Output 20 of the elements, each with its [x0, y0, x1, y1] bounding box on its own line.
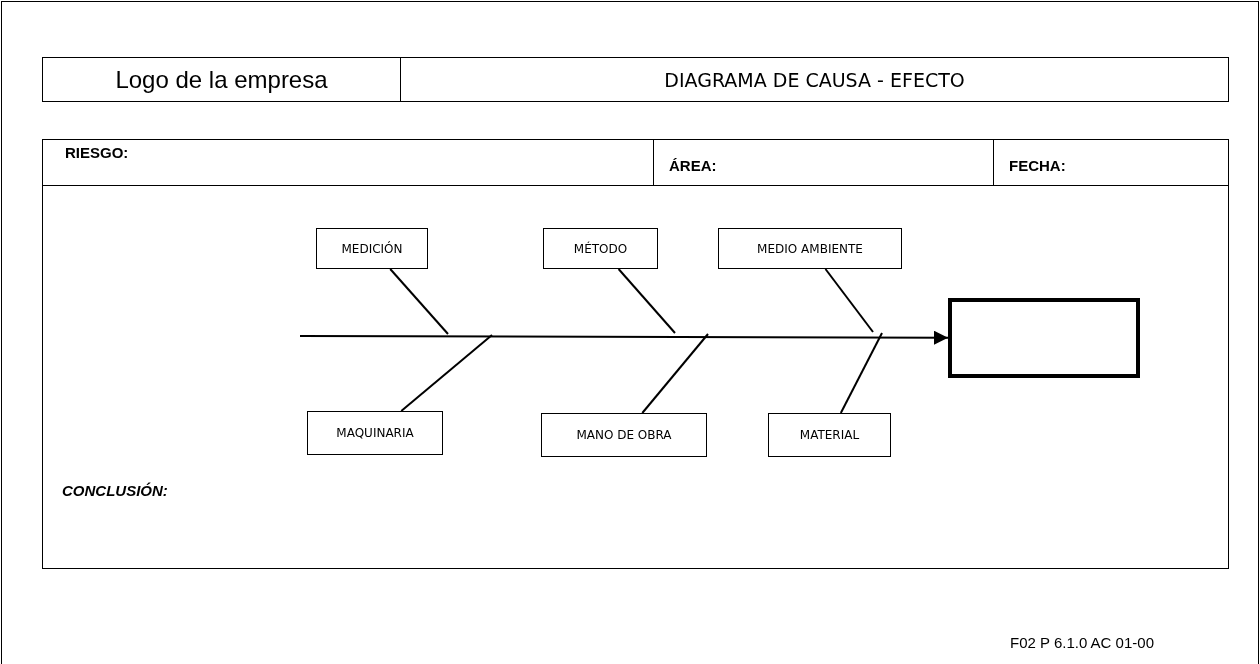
effect-box	[948, 298, 1140, 378]
spine-arrow	[299, 330, 949, 345]
form-cell: RIESGO:	[42, 139, 654, 186]
title-cell: DIAGRAMA DE CAUSA - EFECTO	[400, 57, 1229, 102]
form-cell: Logo de la empresa	[42, 57, 401, 102]
cause-box: MANO DE OBRA	[541, 413, 707, 457]
form-cell: FECHA:	[993, 139, 1229, 186]
branch-line	[824, 268, 874, 333]
cause-box: MEDIO AMBIENTE	[718, 228, 902, 269]
cause-box: MÉTODO	[543, 228, 658, 269]
cause-box: MAQUINARIA	[307, 411, 443, 455]
form-code: F02 P 6.1.0 AC 01-00	[1010, 634, 1154, 651]
branch-line	[617, 268, 676, 334]
branch-line	[389, 268, 449, 335]
branch-line	[400, 334, 493, 412]
conclusion-label: CONCLUSIÓN:	[62, 482, 168, 499]
branch-line	[641, 333, 709, 414]
branch-line	[839, 332, 883, 414]
cause-box: MATERIAL	[768, 413, 891, 457]
cause-box: MEDICIÓN	[316, 228, 428, 269]
